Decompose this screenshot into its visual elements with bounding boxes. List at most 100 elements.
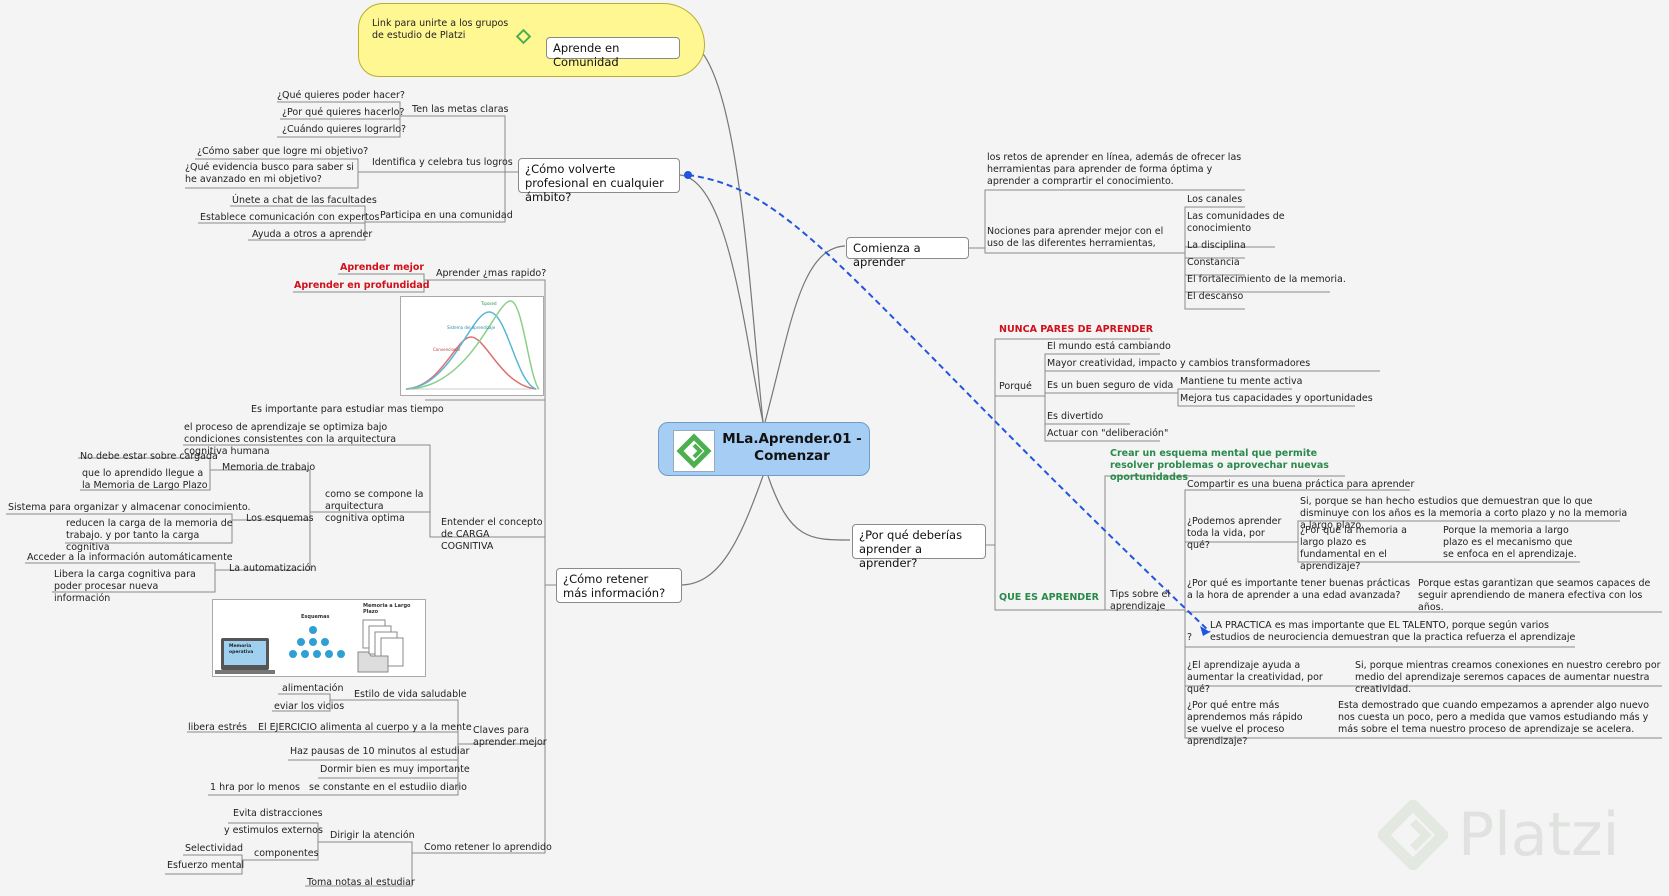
nunca-pares[interactable]: NUNCA PARES DE APRENDER	[999, 324, 1154, 335]
razon-5[interactable]: Actuar con "deliberación"	[1047, 428, 1169, 439]
central-topic-title: MLa.Aprender.01 - Comenzar	[722, 431, 862, 464]
importante-estudiar[interactable]: Es importante para estudiar mas tiempo	[251, 404, 444, 415]
comienza-item-memoria[interactable]: El fortalecimiento de la memoria.	[1187, 274, 1346, 285]
branch-por-que-aprender[interactable]: ¿Por qué deberías aprender a aprender?	[852, 524, 986, 570]
la-automatizacion[interactable]: La automatización	[229, 563, 317, 574]
comunidad-item-3[interactable]: Ayuda a otros a aprender	[252, 229, 373, 240]
link-profesional	[679, 174, 764, 423]
que-es-aprender[interactable]: QUE ES APRENDER	[999, 592, 1099, 603]
community-link-text[interactable]: Link para unirte a los grupos de estudio…	[372, 18, 509, 41]
seguro-item-2[interactable]: Mejora tus capacidades y oportunidades	[1180, 393, 1373, 404]
razon-4[interactable]: Es divertido	[1047, 411, 1104, 422]
toma-notas[interactable]: Toma notas al estudiar	[307, 877, 415, 888]
meta-item-3[interactable]: ¿Cuándo quieres lograrlo?	[282, 124, 407, 135]
comienza-item-constancia[interactable]: Constancia	[1187, 257, 1240, 268]
arquitectura-cognitiva[interactable]: como se compone la arquitectura cognitiv…	[325, 489, 424, 524]
tip-a2[interactable]: Porque estas garantizan que seamos capac…	[1418, 578, 1651, 613]
pausas[interactable]: Haz pausas de 10 minutos al estudiar	[290, 746, 470, 757]
tip-a1[interactable]: Si, porque se han hecho estudios que dem…	[1300, 496, 1628, 531]
tip-compartir[interactable]: Compartir es una buena práctica para apr…	[1187, 479, 1415, 490]
selectividad[interactable]: Selectividad	[185, 843, 244, 854]
memoria-de-trabajo[interactable]: Memoria de trabajo	[222, 462, 316, 473]
los-esquemas[interactable]: Los esquemas	[246, 513, 314, 524]
central-topic[interactable]: MLa.Aprender.01 - Comenzar	[658, 422, 870, 476]
dirigir-atencion[interactable]: Dirigir la atención	[330, 830, 415, 841]
memoria-item-2[interactable]: que lo aprendido llegue a la Memoria de …	[82, 468, 208, 491]
logro-item-1[interactable]: ¿Cómo saber que logre mi objetivo?	[197, 146, 369, 157]
branch-comienza-a-aprender[interactable]: Comienza a aprender	[846, 237, 969, 269]
comunidad-item-1[interactable]: Únete a chat de las facultades	[232, 195, 377, 206]
evita-distracciones[interactable]: Evita distracciones	[233, 808, 323, 819]
tips-aprendizaje[interactable]: Tips sobre el aprendizaje	[1110, 589, 1170, 612]
logros[interactable]: Identifica y celebra tus logros	[372, 157, 513, 168]
participa-comunidad[interactable]: Participa en una comunidad	[380, 210, 513, 221]
vida-item-1[interactable]: alimentación	[282, 683, 344, 694]
estilo-vida[interactable]: Estilo de vida saludable	[354, 689, 467, 700]
aprender-mas-rapido[interactable]: Aprender ¿mas rapido?	[436, 268, 547, 279]
chart-legend-1: Tiposed	[481, 301, 497, 306]
esquemas-item-1[interactable]: Sistema para organizar y almacenar conoc…	[8, 502, 251, 513]
platzi-watermark-text: Platzi	[1458, 800, 1620, 870]
claves-aprender-mejor[interactable]: Claves para aprender mejor	[473, 725, 547, 748]
comienza-item-disciplina[interactable]: La disciplina	[1187, 240, 1246, 251]
tip-q5[interactable]: ¿Por qué entre más aprendemos más rápido…	[1187, 700, 1303, 747]
auto-item-2[interactable]: Libera la carga cognitiva para poder pro…	[54, 569, 196, 604]
meta-item-1[interactable]: ¿Qué quieres poder hacer?	[277, 90, 405, 101]
nociones-aprender[interactable]: Nociones para aprender mejor con el uso …	[987, 226, 1164, 249]
meta-item-2[interactable]: ¿Por qué quieres hacerlo?	[282, 107, 405, 118]
tip-q1[interactable]: ¿Podemos aprender toda la vida, por qué?	[1187, 516, 1282, 551]
dashed-relation-link	[687, 174, 1211, 633]
carga-cognitiva[interactable]: Entender el concepto de CARGA COGNITIVA	[441, 517, 543, 552]
ejercicio[interactable]: El EJERCICIO alimenta al cuerpo y a la m…	[258, 722, 472, 733]
esquemas-item-2[interactable]: reducen la carga de la memoria de trabaj…	[66, 518, 233, 553]
memoria-item-1[interactable]: No debe estar sobre cargada	[80, 451, 218, 462]
tip-a1b[interactable]: Porque la memoria a largo plazo es el me…	[1443, 525, 1577, 560]
retos-aprender[interactable]: los retos de aprender en línea, además d…	[987, 152, 1242, 187]
comienza-item-comunidades[interactable]: Las comunidades de conocimiento	[1187, 211, 1285, 234]
como-retener-aprendido[interactable]: Como retener lo aprendido	[424, 842, 552, 853]
razon-2[interactable]: Mayor creatividad, impacto y cambios tra…	[1047, 358, 1311, 369]
comienza-item-descanso[interactable]: El descanso	[1187, 291, 1244, 302]
razon-3[interactable]: Es un buen seguro de vida	[1047, 380, 1174, 391]
vida-item-2[interactable]: eviar los vicios	[274, 701, 345, 712]
libera-estres[interactable]: libera estrés	[188, 722, 247, 733]
relation-arrowhead	[1200, 626, 1210, 636]
estimulos-externos[interactable]: y estimulos externos	[224, 825, 323, 836]
link-retener	[679, 475, 764, 586]
branch-como-retener[interactable]: ¿Cómo retener más información?	[556, 568, 682, 603]
tip-q3[interactable]: ?	[1187, 632, 1193, 643]
dormir-bien[interactable]: Dormir bien es muy importante	[320, 764, 470, 775]
logro-item-2[interactable]: ¿Qué evidencia busco para saber si he av…	[185, 162, 354, 185]
comunidad-item-2[interactable]: Establece comunicación con expertos	[200, 212, 380, 223]
link-comienza	[764, 245, 846, 423]
tip-q4[interactable]: ¿El aprendizaje ayuda a aumentar la crea…	[1187, 660, 1323, 695]
proceso-optimiza[interactable]: el proceso de aprendizaje se optimiza ba…	[184, 422, 397, 457]
branch-como-volverte-profesional[interactable]: ¿Cómo volverte profesional en cualquier …	[518, 158, 680, 204]
seguro-item-1[interactable]: Mantiene tu mente activa	[1180, 376, 1303, 387]
link-comunidad	[694, 44, 764, 423]
comienza-item-canales[interactable]: Los canales	[1187, 194, 1243, 205]
link-porque	[767, 475, 851, 541]
componentes[interactable]: componentes	[254, 848, 319, 859]
definicion-aprender[interactable]: Crear un esquema mental que permite reso…	[1110, 448, 1329, 483]
tip-q1b[interactable]: ¿Por qué la memoria a largo plazo es fun…	[1300, 525, 1407, 572]
tip-q2[interactable]: ¿Por qué es importante tener buenas prác…	[1187, 578, 1411, 601]
metas-claras[interactable]: Ten las metas claras	[412, 104, 509, 115]
auto-item-1[interactable]: Acceder a la información automáticamente	[27, 552, 233, 563]
platzi-logo-icon	[673, 430, 715, 472]
cognitive-architecture-image[interactable]: Esquemas Memoria a Largo Plazo Memoria o…	[212, 599, 426, 677]
aprender-en-profundidad[interactable]: Aprender en profundidad	[294, 280, 430, 291]
una-hora[interactable]: 1 hra por lo menos	[210, 782, 300, 793]
relation-start-dot	[684, 171, 692, 179]
aprender-mejor[interactable]: Aprender mejor	[340, 262, 425, 273]
branch-aprende-en-comunidad[interactable]: Aprende en Comunidad	[546, 37, 680, 69]
se-constante[interactable]: se constante en el estudiio diario	[309, 782, 467, 793]
tip-a4[interactable]: Si, porque mientras creamos conexiones e…	[1355, 660, 1661, 695]
esfuerzo-mental[interactable]: Esfuerzo mental	[167, 860, 245, 871]
tip-a5[interactable]: Esta demostrado que cuando empezamos a a…	[1338, 700, 1650, 735]
porque-label[interactable]: Porqué	[999, 381, 1032, 392]
learning-curve-chart-image[interactable]: Tiposed Sistema del aprendizaje Convenci…	[400, 296, 544, 396]
razon-1[interactable]: El mundo está cambiando	[1047, 341, 1171, 352]
tip-a3[interactable]: LA PRACTICA es mas importante que EL TAL…	[1210, 620, 1576, 643]
